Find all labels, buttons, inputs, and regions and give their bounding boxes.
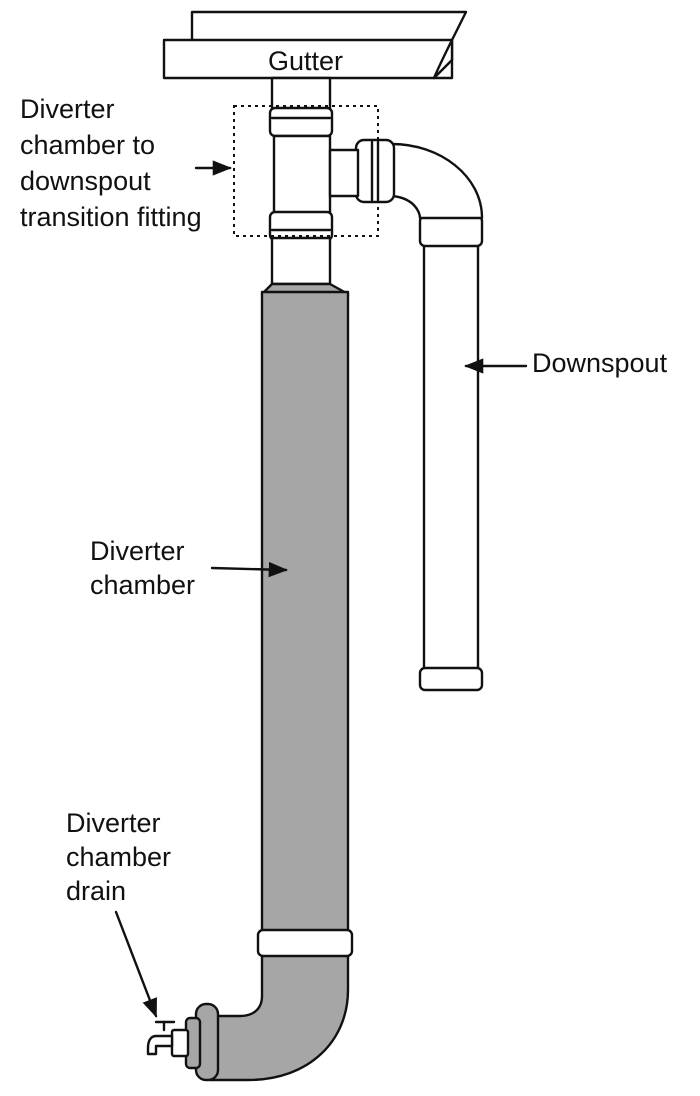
arrow-diverter-chamber	[210, 561, 288, 578]
gutter-label: Gutter	[268, 46, 343, 76]
svg-text:Diverter: Diverter	[20, 94, 115, 124]
svg-text:chamber: chamber	[90, 570, 195, 600]
gutter: Gutter	[162, 10, 468, 80]
transition-fitting	[233, 76, 379, 286]
label-diverter-chamber: Diverter chamber	[90, 536, 195, 600]
svg-text:chamber to: chamber to	[20, 130, 155, 160]
svg-text:Diverter: Diverter	[66, 808, 161, 838]
label-transition-fitting: Diverter chamber to downspout transition…	[20, 94, 202, 232]
svg-text:Downspout: Downspout	[532, 348, 668, 378]
arrow-chamber-drain	[114, 910, 158, 1018]
svg-text:chamber: chamber	[66, 842, 171, 872]
label-chamber-drain: Diverter chamber drain	[66, 808, 171, 906]
transition-fitting-highlight	[233, 105, 379, 237]
svg-text:drain: drain	[66, 876, 126, 906]
diverter-chamber	[184, 282, 354, 1082]
drain-valve-icon	[146, 1020, 190, 1058]
svg-text:Diverter: Diverter	[90, 536, 185, 566]
svg-text:downspout: downspout	[20, 166, 151, 196]
svg-text:transition fitting: transition fitting	[20, 202, 202, 232]
downspout	[354, 138, 484, 692]
label-downspout: Downspout	[532, 348, 668, 378]
